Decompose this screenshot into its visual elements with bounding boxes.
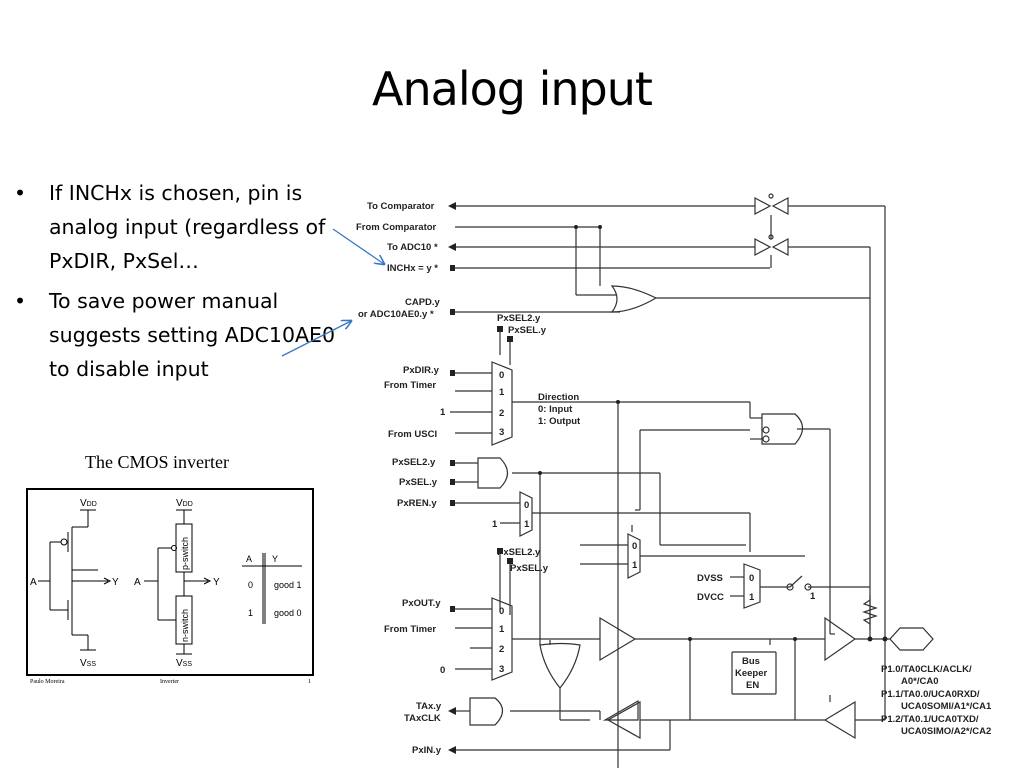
cmos-footer-page: 1 [308,679,311,685]
pin-label-p10-b: A0*/CA0 [901,676,939,687]
label-inchx: INCHx = y * [387,263,438,274]
label-taxclk: TAxCLK [404,713,441,724]
bullet-item: • To save power manual suggests setting A… [14,284,344,386]
bus-keeper-line-3: EN [746,680,759,691]
pin-label-p12-b: UCA0SIMO/A2*/CA2 [901,726,991,737]
mux2-input-1: 1 [499,624,505,635]
cmos-footer-author: Paulo Moreira [30,679,65,685]
cmos-table-cell: good 0 [274,608,302,618]
arrow-to-inchx [332,228,384,264]
mux1-input-0: 0 [499,370,504,381]
label-tax: TAx.y [416,701,442,712]
cmos-n-switch: n-switch [180,609,190,642]
cmos-input-left: A [30,577,37,588]
label-pxsel2-mid: PxSEL2.y [497,547,541,558]
bullet-dot: • [14,289,27,313]
slide-title: Analog input [372,62,653,116]
cmos-title: The CMOS inverter [85,452,229,472]
cmos-vdd-right: VDD [176,498,193,509]
bullet-text: If INCHx is chosen, pin is analog input … [49,181,326,273]
dv-mux-input-0: 0 [749,573,754,584]
mux1-input-1: 1 [499,387,505,398]
port-schematic: To Comparator From Comparator To ADC10 *… [356,193,992,768]
cmos-vss-left: VSS [80,658,96,669]
cmos-vdd-left: VDD [80,498,97,509]
label-from-usci: From USCI [388,429,437,440]
label-from-comparator: From Comparator [356,222,437,233]
arrow-to-adc10ae0 [281,321,351,357]
pin-label-p11-b: UCA0SOMI/A1*/CA1 [901,701,992,712]
cmos-figure: VDD VSS A Y VDD VSS A Y p-switch n-switc… [26,488,314,676]
bullet-list: • If INCHx is chosen, pin is analog input… [14,176,344,392]
cmos-vss-right: VSS [176,658,192,669]
cmos-output-left: Y [112,577,119,588]
label-one: 1 [440,407,446,418]
mux2-input-2: 2 [499,644,504,655]
cmos-table-cell: 1 [248,608,253,618]
label-ren-one: 1 [492,519,498,530]
label-pxdir: PxDIR.y [403,365,440,376]
cmos-drawing: VDD VSS A Y VDD VSS A Y p-switch n-switc… [30,498,302,669]
label-direction-output: 1: Output [538,416,581,427]
cmos-table-head-y: Y [272,554,278,564]
label-dvcc: DVCC [697,592,724,603]
label-direction: Direction [538,392,579,403]
label-to-comparator: To Comparator [367,201,435,212]
label-dvss: DVSS [697,573,723,584]
mux1-input-2: 2 [499,408,504,419]
pin-label-p11: P1.1/TA0.0/UCA0RXD/ [881,689,980,700]
mid-mux-input-0: 0 [632,541,637,552]
label-pxsel2-top: PxSEL2.y [497,313,541,324]
label-direction-input: 0: Input [538,404,573,415]
label-to-adc10: To ADC10 * [387,242,438,253]
label-zero: 0 [440,665,445,676]
label-pxsel-top: PxSEL.y [508,325,547,336]
ren-mux-input-1: 1 [524,519,530,530]
cmos-input-right: A [134,577,141,588]
bus-keeper-line-2: Keeper [735,668,768,679]
label-from-timer-1: From Timer [384,380,436,391]
ren-mux-input-0: 0 [524,500,529,511]
pin-label-p10: P1.0/TA0CLK/ACLK/ [881,664,972,675]
mid-mux-input-1: 1 [632,560,638,571]
bullet-item: • If INCHx is chosen, pin is analog input… [14,176,344,278]
dv-mux-input-1: 1 [749,592,755,603]
bullet-text: To save power manual suggests setting AD… [49,289,336,381]
bullet-dot: • [14,181,27,205]
cmos-output-right: Y [213,577,220,588]
cmos-table-cell: 0 [248,580,253,590]
cmos-table-cell: good 1 [274,580,302,590]
label-pxin: PxIN.y [412,745,442,756]
cmos-p-switch: p-switch [180,537,190,570]
label-from-timer-2: From Timer [384,624,436,635]
label-pxsel2: PxSEL2.y [392,457,436,468]
cmos-table-head-a: A [246,554,252,564]
label-pxout: PxOUT.y [402,598,441,609]
label-adc10ae0: or ADC10AE0.y * [358,309,434,320]
label-capd: CAPD.y [405,297,441,308]
label-pxsel: PxSEL.y [399,477,438,488]
mux1-input-3: 3 [499,427,504,438]
bus-keeper-line-1: Bus [742,656,760,667]
cmos-footer-topic: Inverter [160,679,179,685]
label-switch-one: 1 [810,591,816,602]
label-pxren: PxREN.y [397,498,437,509]
label-pxsel-mid: PxSEL.y [510,563,549,574]
mux2-input-0: 0 [499,606,504,617]
pin-label-p12: P1.2/TA0.1/UCA0TXD/ [881,714,979,725]
mux2-input-3: 3 [499,664,504,675]
